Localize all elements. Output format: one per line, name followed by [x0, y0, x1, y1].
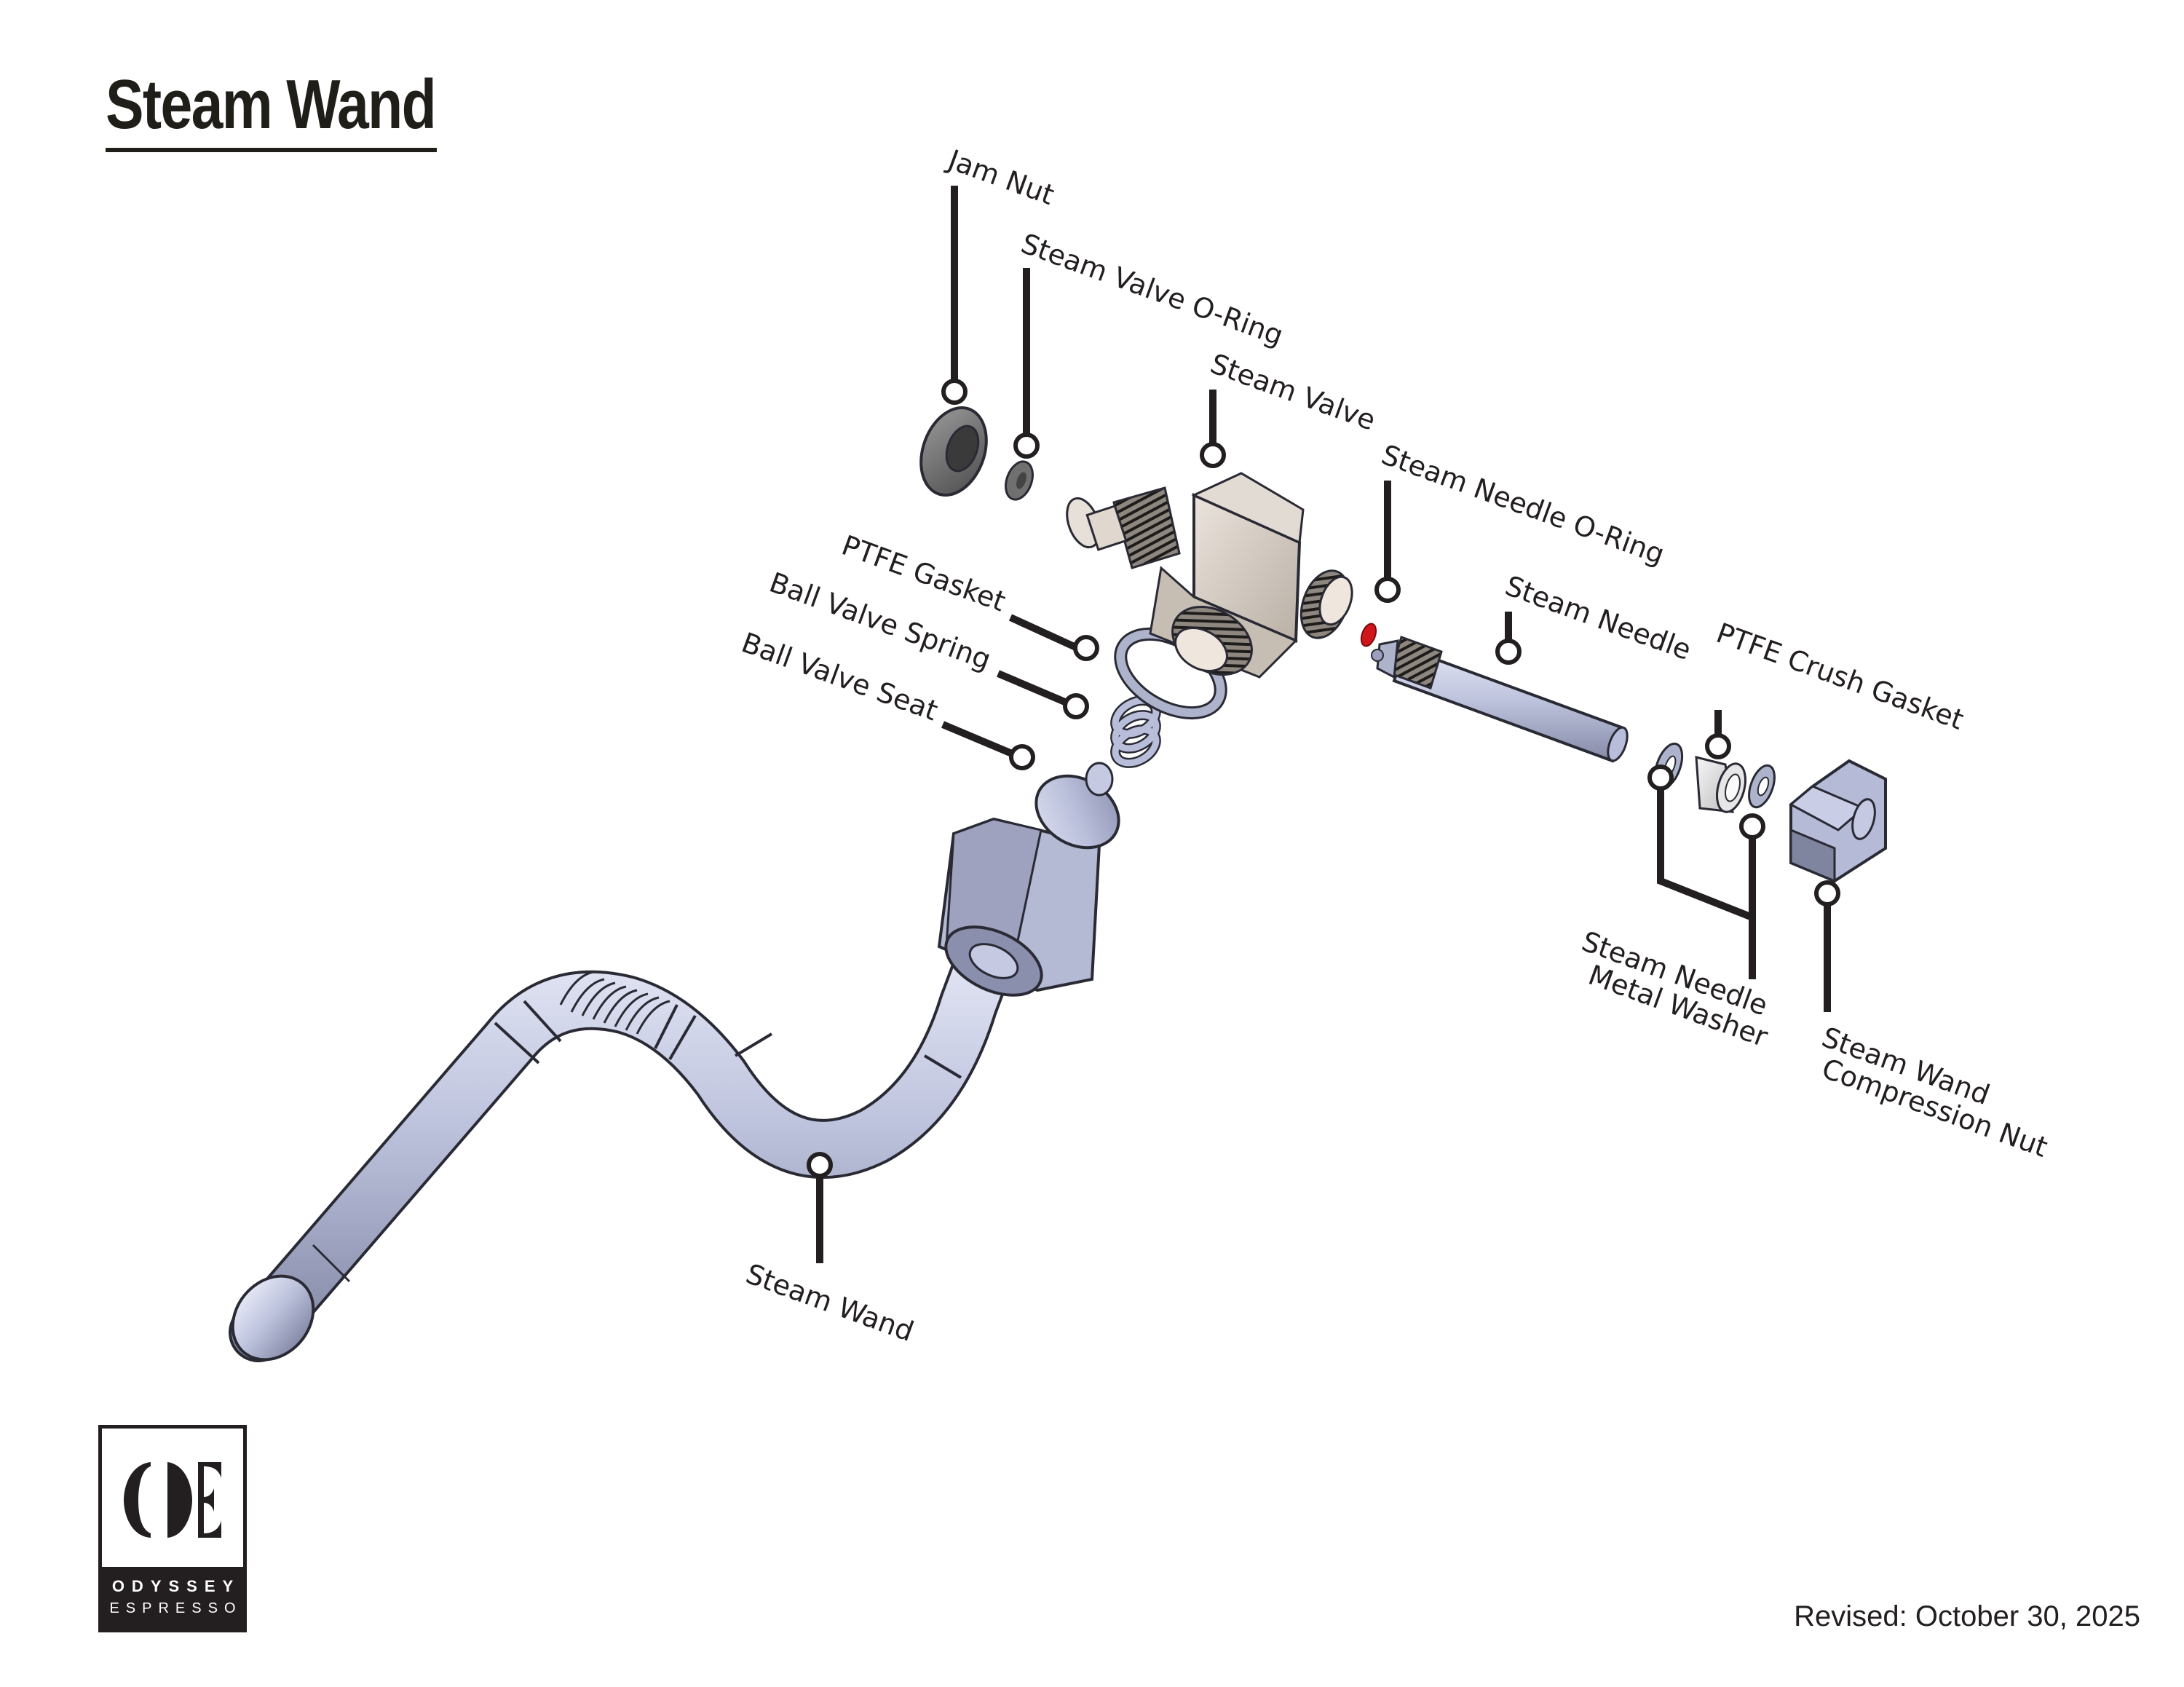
- steam-needle-o-ring-part: [1360, 623, 1377, 647]
- callout-jam-nut: [941, 379, 968, 405]
- label-jam-nut: Jam Nut: [943, 143, 1059, 211]
- logo-band: ODYSSEY ESPRESSO: [102, 1567, 243, 1629]
- callout-ball-valve-spring: [1063, 693, 1089, 719]
- steam-needle-part: [1371, 636, 1629, 763]
- steam-wand-part: [229, 917, 1020, 1362]
- revised-date: Revised: October 30, 2025: [1794, 1600, 2140, 1632]
- odyssey-espresso-logo: ODYSSEY ESPRESSO: [98, 1425, 247, 1632]
- callout-compression-nut: [1814, 880, 1840, 906]
- callout-steam-valve: [1200, 442, 1226, 468]
- wand-hex-fitting: [937, 817, 1101, 997]
- logo-line1: ODYSSEY: [111, 1577, 241, 1595]
- title-underline: [106, 148, 437, 152]
- jam-nut-part: [919, 406, 988, 497]
- label-steam-valve-o-ring: Steam Valve O-Ring: [1017, 227, 1288, 352]
- callout-washer-right: [1739, 813, 1765, 839]
- label-steam-needle: Steam Needle: [1501, 569, 1696, 666]
- callout-circles: [807, 379, 1840, 1178]
- oe-monogram-icon: [102, 1429, 243, 1571]
- callout-ptfe-crush-gasket: [1705, 733, 1731, 759]
- logo-line2: ESPRESSO: [109, 1600, 242, 1616]
- steam-needle-metal-washer-part-2: [1748, 764, 1776, 809]
- callout-steam-needle-o-ring: [1374, 577, 1401, 603]
- steam-wand-compression-nut-part: [1789, 759, 1887, 883]
- ball-valve-seat-part: [1034, 762, 1120, 850]
- leader-ball-valve-seat: [941, 721, 1013, 757]
- leader-washer-left: [1657, 786, 1754, 921]
- label-steam-wand: Steam Wand: [742, 1257, 918, 1348]
- page-title: Steam Wand: [106, 66, 437, 143]
- callout-ptfe-gasket: [1073, 635, 1099, 661]
- leader-ptfe-gasket: [1008, 614, 1080, 652]
- steam-valve-part: [1066, 472, 1353, 679]
- callout-steam-wand: [807, 1152, 833, 1178]
- label-steam-needle-o-ring: Steam Needle O-Ring: [1377, 438, 1669, 571]
- label-steam-valve: Steam Valve: [1206, 347, 1380, 437]
- leader-lines: [816, 186, 1831, 1263]
- label-ptfe-crush-gasket: PTFE Crush Gasket: [1712, 617, 1968, 736]
- ptfe-crush-gasket-part: [1695, 756, 1746, 813]
- leader-ball-valve-spring: [997, 670, 1068, 706]
- callout-steam-needle: [1495, 639, 1522, 665]
- callout-washer-left: [1647, 765, 1674, 791]
- callout-steam-valve-o-ring: [1013, 432, 1040, 459]
- callout-ball-valve-seat: [1009, 744, 1035, 770]
- steam-valve-o-ring-part: [1005, 460, 1034, 501]
